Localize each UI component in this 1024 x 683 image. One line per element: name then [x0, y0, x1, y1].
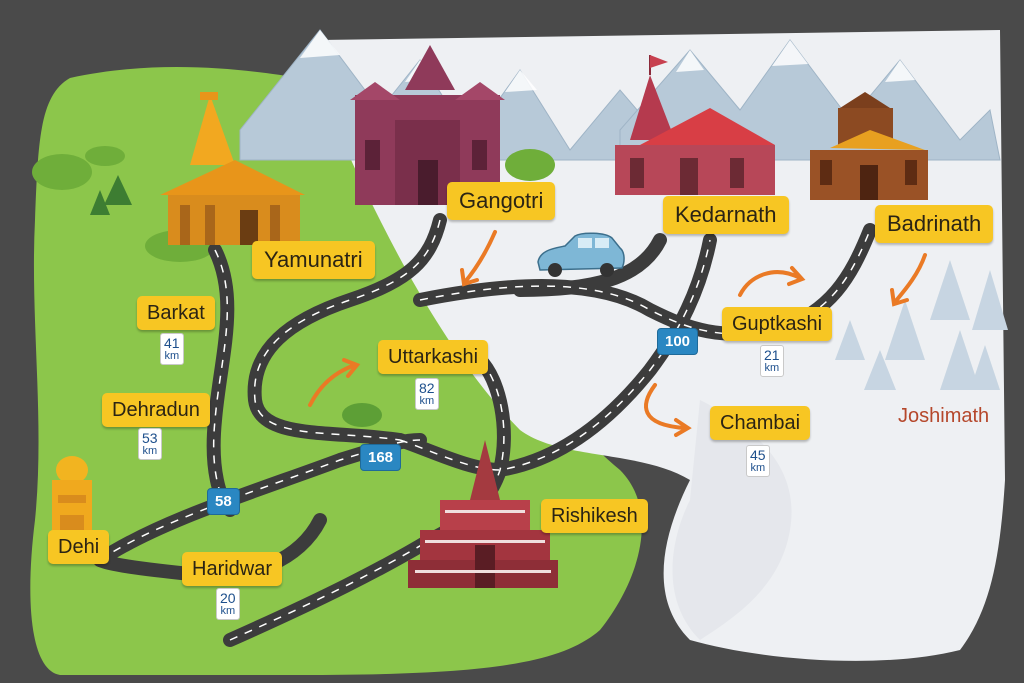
- label-dehradun[interactable]: Dehradun: [102, 393, 210, 427]
- label-guptkashi[interactable]: Guptkashi: [722, 307, 833, 341]
- direction-arrow-icon: [308, 230, 927, 437]
- label-rishikesh[interactable]: Rishikesh: [541, 499, 648, 533]
- route-shield-100: 100: [657, 328, 699, 355]
- label-haridwar[interactable]: Haridwar: [182, 552, 283, 586]
- label-badrinath[interactable]: Badrinath: [875, 205, 994, 243]
- label-chambai[interactable]: Chambai: [710, 406, 811, 440]
- route-shield-168: 168: [360, 444, 402, 471]
- label-dehi[interactable]: Dehi: [48, 530, 110, 564]
- label-gangotri[interactable]: Gangotri: [447, 182, 556, 220]
- label-kedarnath[interactable]: Kedarnath: [663, 196, 789, 234]
- car-icon: [537, 232, 625, 277]
- temple-icon: [52, 45, 928, 588]
- label-uttarkashi[interactable]: Uttarkashi: [378, 340, 489, 374]
- snowy-tree-icon: [835, 260, 1008, 390]
- label-barkat[interactable]: Barkat: [137, 296, 215, 330]
- label-yamunatri[interactable]: Yamunatri: [252, 241, 375, 279]
- label-joshimath[interactable]: Joshimath: [898, 405, 990, 427]
- route-shield-58: 58: [207, 488, 240, 515]
